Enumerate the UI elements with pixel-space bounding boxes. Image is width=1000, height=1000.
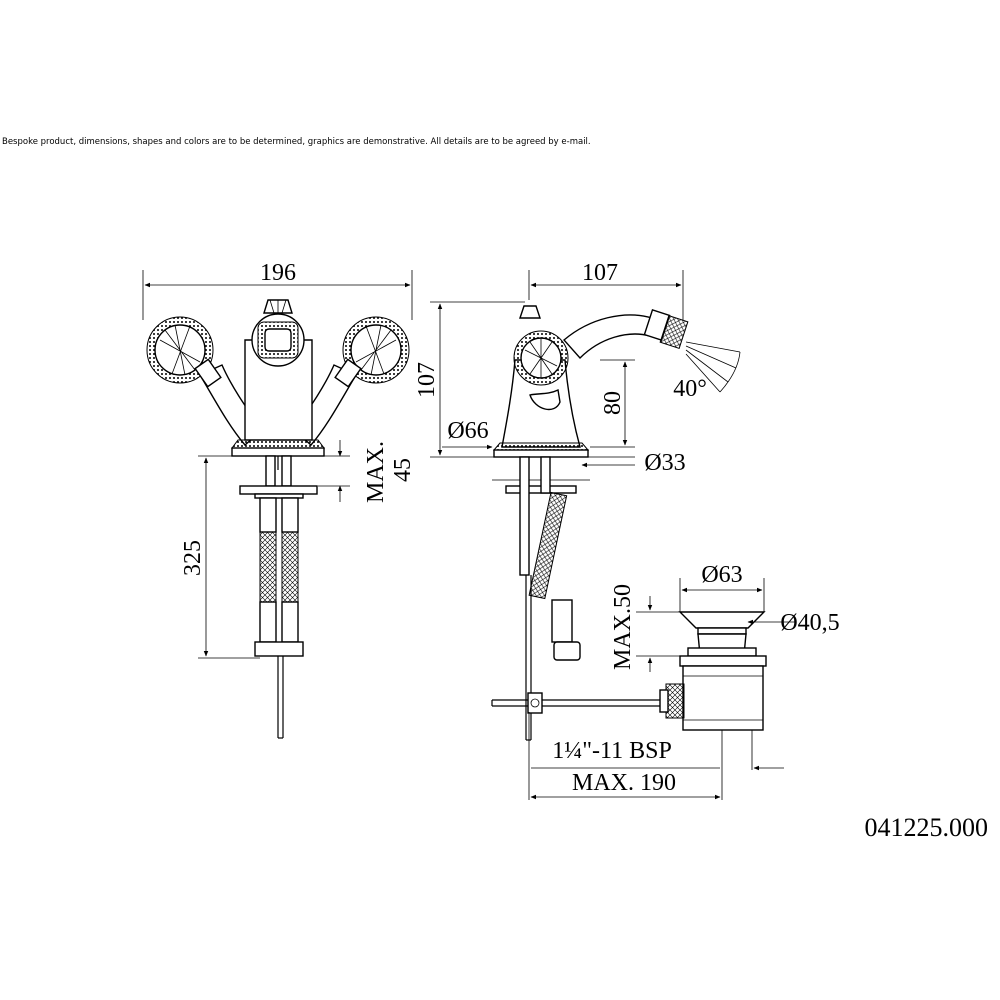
waste-inner-diameter: Ø40,5 [780, 610, 839, 636]
right-handle [293, 316, 410, 446]
side-view: 107 107 Ø66 80 Ø33 40° [414, 260, 741, 741]
side-spout-diameter: Ø33 [644, 450, 685, 476]
front-max-label: MAX. [363, 441, 389, 503]
front-width-dimension: 196 [260, 260, 296, 286]
front-view: 196 [142, 260, 416, 739]
waste-max-length: MAX. 190 [572, 770, 676, 796]
waste-top-diameter: Ø63 [701, 562, 742, 588]
pop-up-waste: Ø63 Ø40,5 MAX.50 1¼"-11 BSP MAX. 190 [528, 562, 840, 800]
front-max-value: 45 [390, 458, 416, 482]
product-code: 041225.000 [865, 813, 989, 842]
side-depth-dimension: 107 [582, 260, 618, 286]
side-base-diameter: Ø66 [447, 418, 488, 444]
side-spray-angle: 40° [673, 376, 707, 402]
waste-thread: 1¼"-11 BSP [552, 738, 672, 764]
front-height-dimension: 325 [180, 540, 206, 576]
disclaimer-text: Bespoke product, dimensions, shapes and … [2, 137, 591, 147]
side-spout-height: 80 [600, 391, 626, 415]
waste-max-height: MAX.50 [610, 584, 636, 670]
side-height-dimension: 107 [414, 362, 440, 398]
